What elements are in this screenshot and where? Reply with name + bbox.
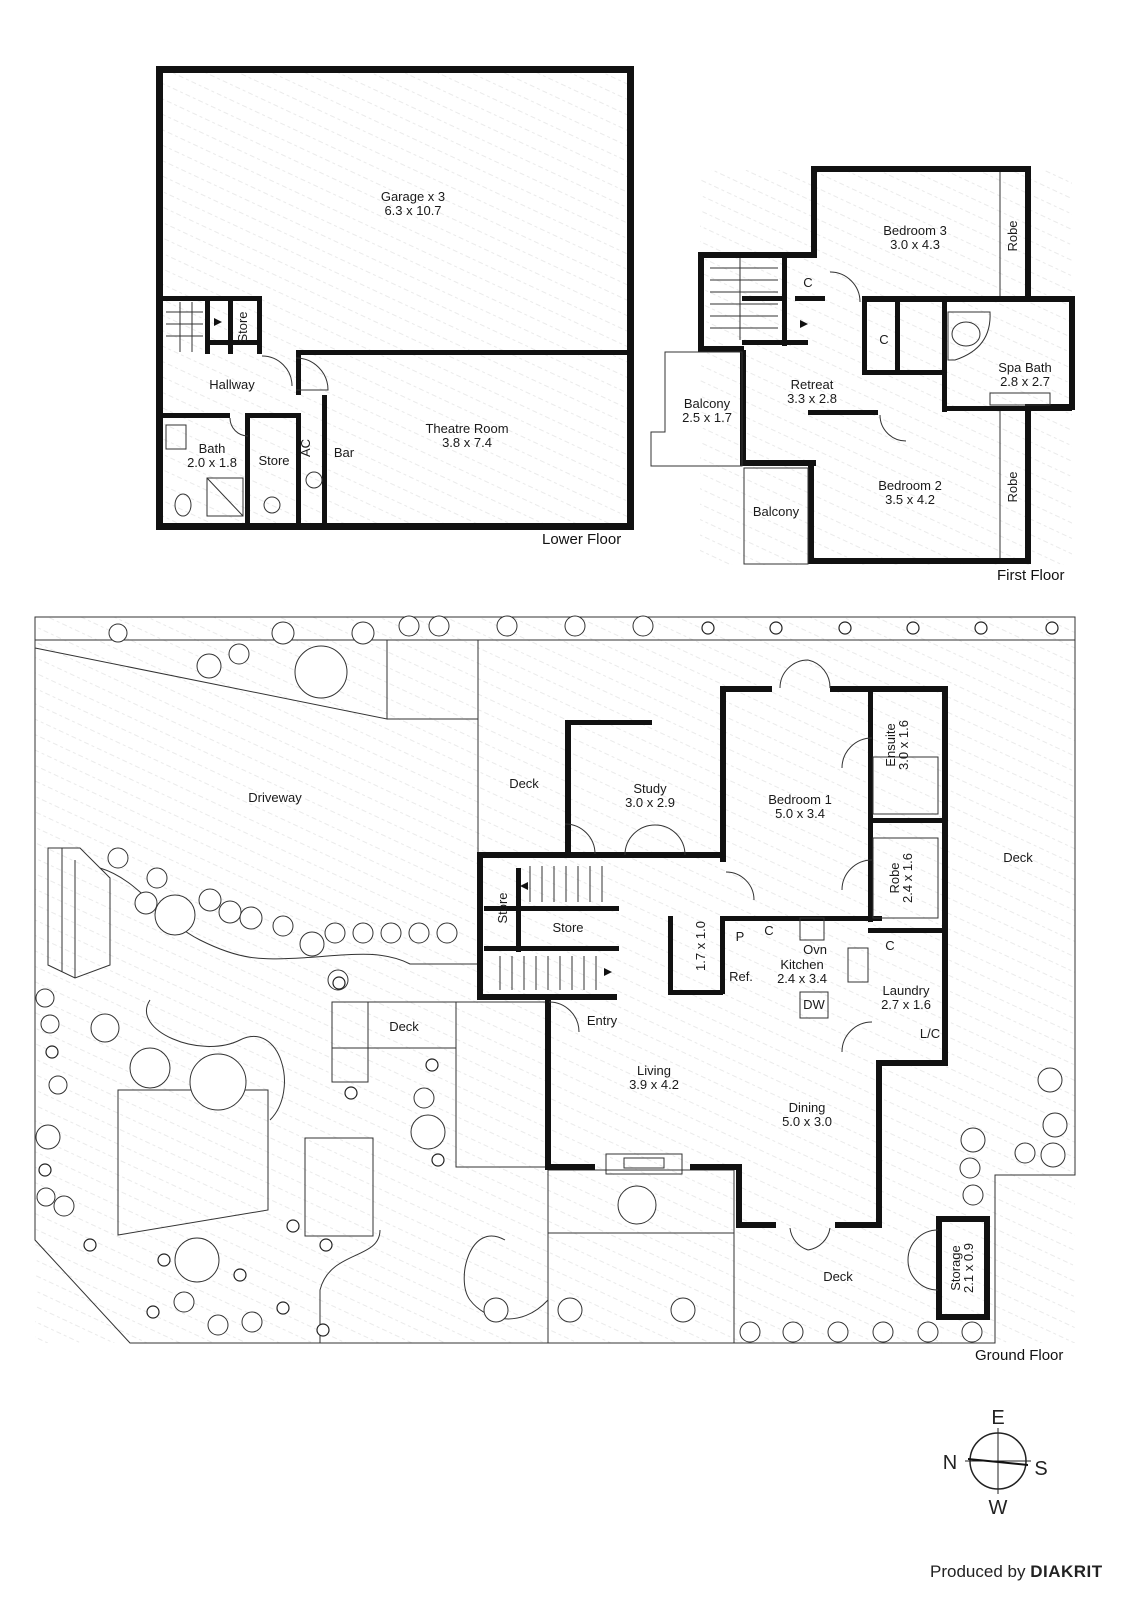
linen-closet-label: L/C <box>920 1026 940 1041</box>
bedroom2-name: Bedroom 2 <box>878 478 942 493</box>
kitchen-name: Kitchen <box>780 957 823 972</box>
compass: E N S W <box>943 1407 1048 1519</box>
hallway-label: Hallway <box>209 377 255 392</box>
theatre-name: Theatre Room <box>425 421 508 436</box>
balcony2-label: Balcony <box>753 504 800 519</box>
living-dims: 3.9 x 4.2 <box>629 1077 679 1092</box>
garage-name: Garage x 3 <box>381 189 445 204</box>
compass-west: W <box>989 1497 1008 1519</box>
deck-bottom-label: Deck <box>823 1269 853 1284</box>
credit-line: Produced by DIAKRIT <box>930 1562 1103 1582</box>
driveway-label: Driveway <box>248 790 302 805</box>
retreat-dims: 3.3 x 2.8 <box>787 391 837 406</box>
trees <box>35 615 1068 1343</box>
deck-mid-label: Deck <box>389 1019 419 1034</box>
robe-name: Robe <box>887 862 902 893</box>
first-floor-title: First Floor <box>997 567 1065 584</box>
ensuite-dims: 3.0 x 1.6 <box>896 720 911 770</box>
bedroom3-name: Bedroom 3 <box>883 223 947 238</box>
credit-brand: DIAKRIT <box>1030 1562 1103 1581</box>
bedroom1-name: Bedroom 1 <box>768 792 832 807</box>
oven-label: Ovn <box>803 942 827 957</box>
lower-floor: Garage x 3 6.3 x 10.7 Store Hallway Thea… <box>156 66 634 548</box>
balcony1-name: Balcony <box>684 396 731 411</box>
closet1-label: C <box>803 275 812 290</box>
laundry-name: Laundry <box>883 983 930 998</box>
entry-label: Entry <box>587 1013 618 1028</box>
compass-south: S <box>1034 1458 1047 1480</box>
robe-dims: 2.4 x 1.6 <box>900 853 915 903</box>
store-vertical-label: Store <box>495 892 510 923</box>
bath-dims: 2.0 x 1.8 <box>187 455 237 470</box>
laundry-closet-label: C <box>885 938 894 953</box>
storage-dims: 2.1 x 0.9 <box>961 1243 976 1293</box>
closet2-label: C <box>879 332 888 347</box>
compass-north: N <box>943 1452 957 1474</box>
pantry-label: P <box>736 929 745 944</box>
bath-name: Bath <box>199 441 226 456</box>
fridge-label: Ref. <box>729 969 753 984</box>
deck-top-label: Deck <box>509 776 539 791</box>
theatre-dims: 3.8 x 7.4 <box>442 435 492 450</box>
compass-east: E <box>991 1407 1004 1429</box>
laundry-dims: 2.7 x 1.6 <box>881 997 931 1012</box>
robe3-label: Robe <box>1005 220 1020 251</box>
store-horizontal-label: Store <box>552 920 583 935</box>
study-name: Study <box>633 781 667 796</box>
living-name: Living <box>637 1063 671 1078</box>
lower-floor-title: Lower Floor <box>542 531 621 548</box>
robe2-label: Robe <box>1005 471 1020 502</box>
kitchen-closet-label: C <box>764 923 773 938</box>
ensuite-name: Ensuite <box>883 723 898 766</box>
first-floor: Bedroom 3 3.0 x 4.3 Robe C C Spa Bath 2.… <box>650 166 1075 584</box>
shrubs <box>38 621 1059 1337</box>
store-top-label: Store <box>235 311 250 342</box>
garage-dims: 6.3 x 10.7 <box>384 203 441 218</box>
kitchen-dims: 2.4 x 3.4 <box>777 971 827 986</box>
bedroom3-dims: 3.0 x 4.3 <box>890 237 940 252</box>
ac-label: AC <box>298 439 313 457</box>
credit-prefix: Produced by <box>930 1562 1026 1581</box>
bar-label: Bar <box>334 445 355 460</box>
balcony1-dims: 2.5 x 1.7 <box>682 410 732 425</box>
ground-floor: Driveway Deck Study 3.0 x 2.9 Bedroom 1 … <box>34 615 1076 1364</box>
storage-name: Storage <box>948 1245 963 1291</box>
bedroom2-dims: 3.5 x 4.2 <box>885 492 935 507</box>
ground-floor-title: Ground Floor <box>975 1347 1063 1364</box>
retreat-name: Retreat <box>791 377 834 392</box>
store-label: Store <box>258 453 289 468</box>
study-dims: 3.0 x 2.9 <box>625 795 675 810</box>
wc-dims: 1.7 x 1.0 <box>693 921 708 971</box>
spa-dims: 2.8 x 2.7 <box>1000 374 1050 389</box>
deck-right-label: Deck <box>1003 850 1033 865</box>
spa-name: Spa Bath <box>998 360 1052 375</box>
dishwasher-label: DW <box>803 997 825 1012</box>
dining-name: Dining <box>789 1100 826 1115</box>
bedroom1-dims: 5.0 x 3.4 <box>775 806 825 821</box>
dining-dims: 5.0 x 3.0 <box>782 1114 832 1129</box>
